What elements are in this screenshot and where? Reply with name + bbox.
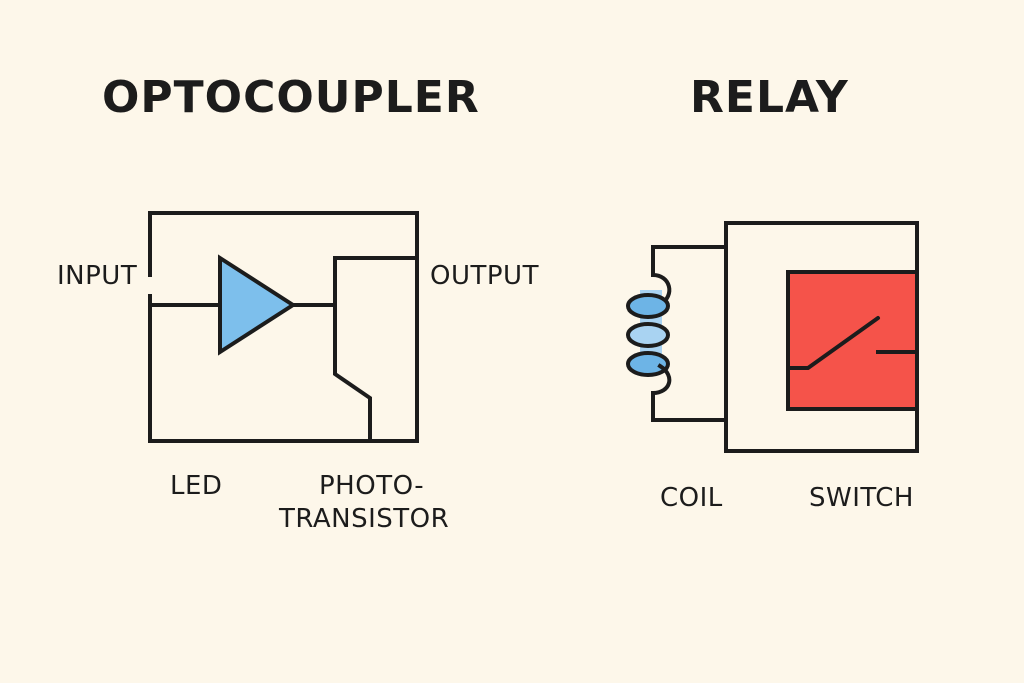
relay-diagram <box>626 221 919 453</box>
coil-wire-bottom <box>651 391 728 422</box>
switch-box <box>786 270 919 411</box>
coil-loop-2 <box>626 322 670 348</box>
input-label: INPUT <box>57 261 138 291</box>
relay-title: RELAY <box>690 72 849 123</box>
optocoupler-outer-box <box>148 211 419 443</box>
optocoupler-title: OPTOCOUPLER <box>102 72 480 123</box>
coil-label: COIL <box>660 483 723 513</box>
led-triangle-icon <box>218 254 297 356</box>
output-label: OUTPUT <box>430 261 539 291</box>
switch-lever-icon <box>786 316 880 370</box>
coil-wire <box>651 245 728 277</box>
coil-bottom-arc <box>650 363 672 396</box>
phototransistor-path <box>333 256 419 443</box>
coil-loop-1 <box>626 293 670 319</box>
phototransistor-label-line1: PHOTO- <box>319 471 425 501</box>
switch-label: SWITCH <box>809 483 914 513</box>
phototransistor-label-line2: TRANSISTOR <box>279 504 450 534</box>
optocoupler-diagram <box>148 211 419 443</box>
led-label: LED <box>170 471 223 501</box>
coil-loop-3 <box>626 351 670 377</box>
